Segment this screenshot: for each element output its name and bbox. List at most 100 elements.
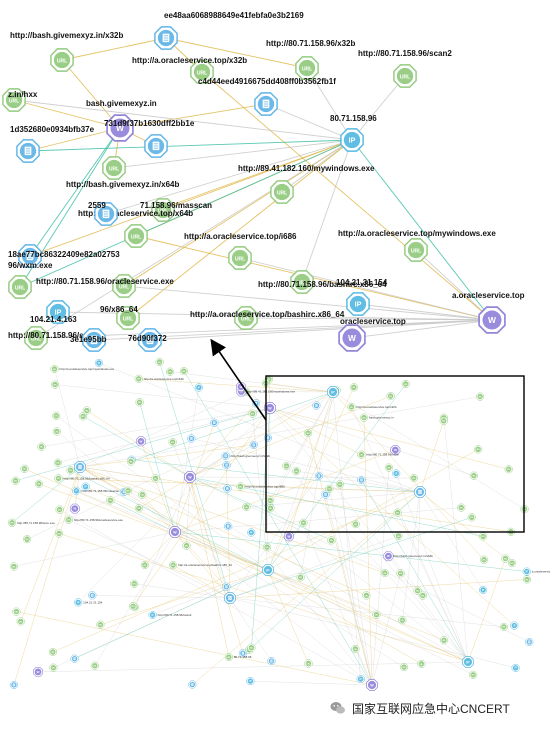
- overview-edge: [229, 579, 528, 599]
- overview-node: URL: [134, 504, 143, 513]
- overview-node: URL: [266, 496, 275, 505]
- overview-node: W: [383, 551, 394, 562]
- overview-node: URL: [90, 661, 99, 670]
- overview-edge: [132, 407, 271, 607]
- graph-node[interactable]: Wa.oracleservice.top: [452, 291, 525, 334]
- overview-edge: [79, 466, 367, 596]
- zoom-edge: [351, 319, 493, 339]
- url-node-icon: URL: [401, 380, 410, 388]
- graph-node[interactable]: 76d90f372: [128, 328, 167, 352]
- svg-text:URL: URL: [476, 449, 479, 451]
- url-node-icon: URL: [34, 479, 43, 488]
- overview-node: IP: [356, 675, 365, 684]
- graph-node[interactable]: 18ae77bc86322409e82a02753: [8, 244, 120, 268]
- overview-node: [223, 484, 232, 493]
- overview-edge: [152, 569, 269, 616]
- svg-text:URL: URL: [299, 577, 302, 579]
- ip-node-icon: IP: [327, 386, 339, 398]
- url-node-icon: URL: [299, 518, 308, 527]
- graph-node[interactable]: c4d44eed4916675dd408ff0b3562fb1f: [198, 77, 336, 116]
- graph-node[interactable]: 2559: [88, 201, 118, 226]
- hash-node-icon: [144, 134, 168, 158]
- graph-node[interactable]: 3e1e95bb: [70, 328, 107, 352]
- url-node-icon: URL: [134, 504, 143, 513]
- overview-hub-node: IP: [262, 564, 274, 576]
- url-node-icon: URL: [37, 442, 46, 451]
- overview-node: URL: [296, 573, 305, 582]
- domain-node-icon: W: [283, 531, 294, 542]
- overview-node: URL: [347, 402, 356, 411]
- svg-text:IP: IP: [513, 624, 516, 627]
- node-label: http://bash.givemexyz.in/x64b: [66, 180, 179, 189]
- zoom-edge: [165, 37, 308, 69]
- overview-node: URL: [263, 543, 271, 552]
- url-node-icon: URL: [266, 496, 275, 505]
- svg-text:URL: URL: [507, 469, 510, 471]
- overview-node: URL: [292, 467, 301, 475]
- graph-node[interactable]: 1d352680e0934bfb37e: [10, 125, 95, 163]
- svg-text:URL: URL: [51, 652, 54, 654]
- url-node-icon: URL: [506, 527, 515, 536]
- hash-node-icon: [16, 139, 40, 163]
- zoom-edge: [301, 139, 353, 283]
- graph-node[interactable]: ee48aa6068988649e41febfa0e3b2169: [154, 11, 304, 50]
- url-node-icon: URL: [393, 508, 402, 517]
- overview-node: W: [69, 503, 80, 514]
- url-node-icon: URL: [400, 663, 408, 672]
- overview-edge: [397, 512, 469, 663]
- zoom-edge: [35, 139, 353, 339]
- overview-node: URL: [37, 442, 46, 451]
- url-node-icon: URL: [523, 575, 531, 584]
- ip-node-icon: IP: [194, 383, 203, 392]
- overview-node: URL: [52, 411, 61, 420]
- graph-node[interactable]: 731d9f37b1630dff2bb1e: [104, 119, 195, 158]
- overview-node-label: http://89.41.182.160/mywindows.exe: [246, 390, 295, 394]
- graph-node[interactable]: URLhttp://a.oracleservice.top/bashirc.x8…: [190, 306, 345, 330]
- overview-edge: [74, 569, 269, 659]
- url-node-icon: URL: [134, 374, 143, 383]
- svg-text:URL: URL: [478, 396, 481, 398]
- overview-node: [187, 434, 196, 443]
- overview-node: URL: [23, 535, 32, 544]
- hash-node-icon: [223, 484, 232, 493]
- svg-text:W: W: [37, 670, 40, 674]
- svg-text:URL: URL: [109, 500, 112, 502]
- overview-node: URL: [396, 569, 405, 578]
- overview-node: URL: [248, 409, 257, 418]
- overview-node: [251, 399, 260, 408]
- ip-node-icon: IP: [262, 564, 274, 576]
- overview-node: IP: [148, 611, 157, 619]
- svg-text:URL: URL: [56, 463, 59, 465]
- node-label: 80.71.158.96: [330, 114, 377, 123]
- svg-text:IP: IP: [151, 614, 154, 617]
- zoom-graph: ee48aa6068988649e41febfa0e3b2169URLhttp:…: [2, 11, 525, 352]
- hash-node-icon: [249, 440, 258, 449]
- overview-node: URL: [12, 607, 21, 616]
- svg-text:URL: URL: [15, 611, 18, 613]
- overview-node: URL: [506, 527, 515, 536]
- url-node-icon: URL: [474, 445, 482, 454]
- overview-node: URL: [52, 427, 61, 436]
- graph-node[interactable]: URLhttp://a.oracleservice.top/mywindows.…: [338, 229, 496, 262]
